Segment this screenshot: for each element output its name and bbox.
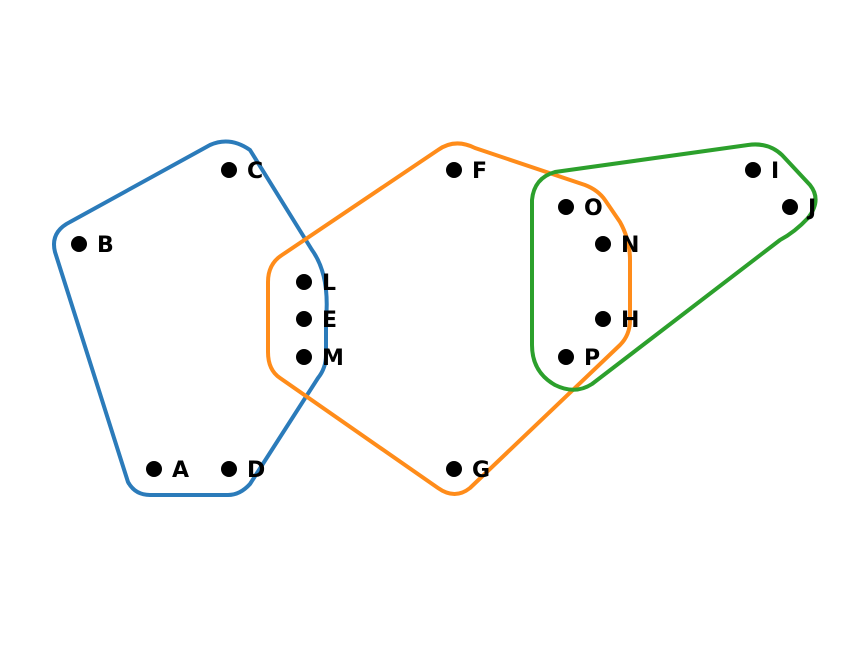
hyperedge-orange — [266, 141, 632, 496]
node-dot — [71, 236, 87, 252]
node-a: A — [146, 458, 189, 483]
node-label: E — [322, 308, 337, 333]
node-dot — [745, 162, 761, 178]
node-dot — [221, 461, 237, 477]
node-label: I — [771, 159, 779, 184]
node-dot — [146, 461, 162, 477]
node-dot — [296, 311, 312, 327]
node-label: M — [322, 346, 344, 371]
node-d: D — [221, 458, 265, 483]
node-p: P — [558, 346, 600, 371]
node-dot — [595, 236, 611, 252]
hyperedge-outline-blue — [52, 139, 329, 497]
node-label: P — [584, 346, 600, 371]
node-l: L — [296, 271, 336, 296]
node-dot — [558, 199, 574, 215]
node-label: O — [584, 196, 603, 221]
node-m: M — [296, 346, 344, 371]
node-c: C — [221, 159, 263, 184]
node-j: J — [782, 196, 816, 221]
node-label: A — [172, 458, 189, 483]
hyperedge-blue — [52, 139, 329, 497]
node-n: N — [595, 233, 639, 258]
node-label: D — [247, 458, 265, 483]
node-label: G — [472, 458, 490, 483]
node-label: B — [97, 233, 114, 258]
node-o: O — [558, 196, 603, 221]
node-label: C — [247, 159, 263, 184]
node-dot — [446, 162, 462, 178]
node-b: B — [71, 233, 114, 258]
node-e: E — [296, 308, 337, 333]
node-f: F — [446, 159, 487, 184]
node-dot — [782, 199, 798, 215]
node-h: H — [595, 308, 639, 333]
node-i: I — [745, 159, 779, 184]
node-label: H — [621, 308, 639, 333]
node-dot — [446, 461, 462, 477]
node-label: N — [621, 233, 639, 258]
node-dot — [595, 311, 611, 327]
node-label: L — [322, 271, 336, 296]
node-dot — [296, 274, 312, 290]
node-dot — [296, 349, 312, 365]
hyperedge-outline-green — [530, 142, 818, 392]
node-g: G — [446, 458, 490, 483]
node-layer: A B C D E F G H I J L M NO P — [71, 159, 816, 483]
node-label: J — [806, 196, 816, 221]
hyperedge-green — [530, 142, 818, 392]
node-label: F — [472, 159, 487, 184]
node-dot — [558, 349, 574, 365]
hyperedge-outline-orange — [266, 141, 632, 496]
node-dot — [221, 162, 237, 178]
